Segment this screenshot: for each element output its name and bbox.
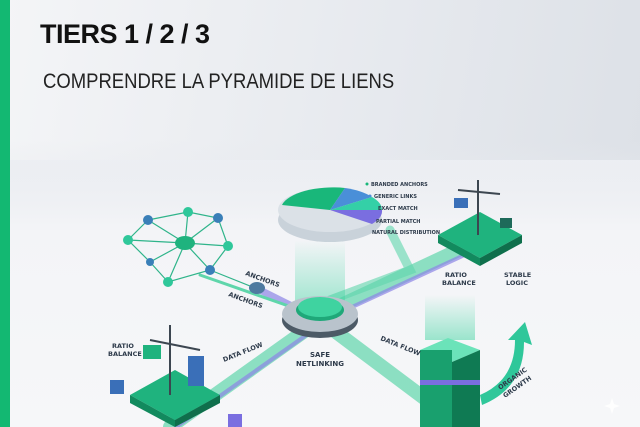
organic-growth-arrow	[480, 322, 532, 405]
label-ratio-balance-right-2: BALANCE	[442, 279, 476, 287]
page-subtitle: COMPRENDRE LA PYRAMIDE DE LIENS	[43, 70, 395, 93]
legend-partial-match: PARTIAL MATCH	[376, 219, 421, 225]
label-ratio-balance-right-1: RATIO	[445, 271, 467, 279]
sparkle-icon	[604, 398, 620, 414]
legend-generic-links: GENERIC LINKS	[374, 194, 417, 200]
anchor-pie-chart	[278, 187, 383, 242]
pie-legend: BRANDED ANCHORS GENERIC LINKS EXACT MATC…	[365, 182, 440, 236]
ratio-balance-platform-right	[438, 180, 522, 266]
page-title: TIERS 1 / 2 / 3	[40, 19, 210, 49]
label-stable-logic-1: STABLE	[504, 271, 531, 279]
label-stable-logic-2: LOGIC	[506, 279, 528, 287]
safe-netlinking-hub	[282, 240, 358, 338]
netlinking-illustration: BRANDED ANCHORS GENERIC LINKS EXACT MATC…	[0, 140, 640, 427]
ratio-balance-platform-left	[110, 325, 242, 427]
label-ratio-balance-left-2: BALANCE	[108, 350, 142, 358]
legend-exact-match: EXACT MATCH	[378, 206, 418, 212]
left-accent-bar	[0, 0, 10, 427]
legend-branded-anchors: BRANDED ANCHORS	[371, 182, 428, 188]
header-banner: TIERS 1 / 2 / 3 COMPRENDRE LA PYRAMIDE D…	[0, 0, 640, 160]
server-block	[420, 295, 480, 427]
label-ratio-balance-left-1: RATIO	[112, 342, 134, 350]
legend-natural-distribution: NATURAL DISTRIBUTION	[372, 230, 440, 236]
label-netlinking: NETLINKING	[296, 360, 344, 368]
label-safe: SAFE	[310, 351, 330, 359]
